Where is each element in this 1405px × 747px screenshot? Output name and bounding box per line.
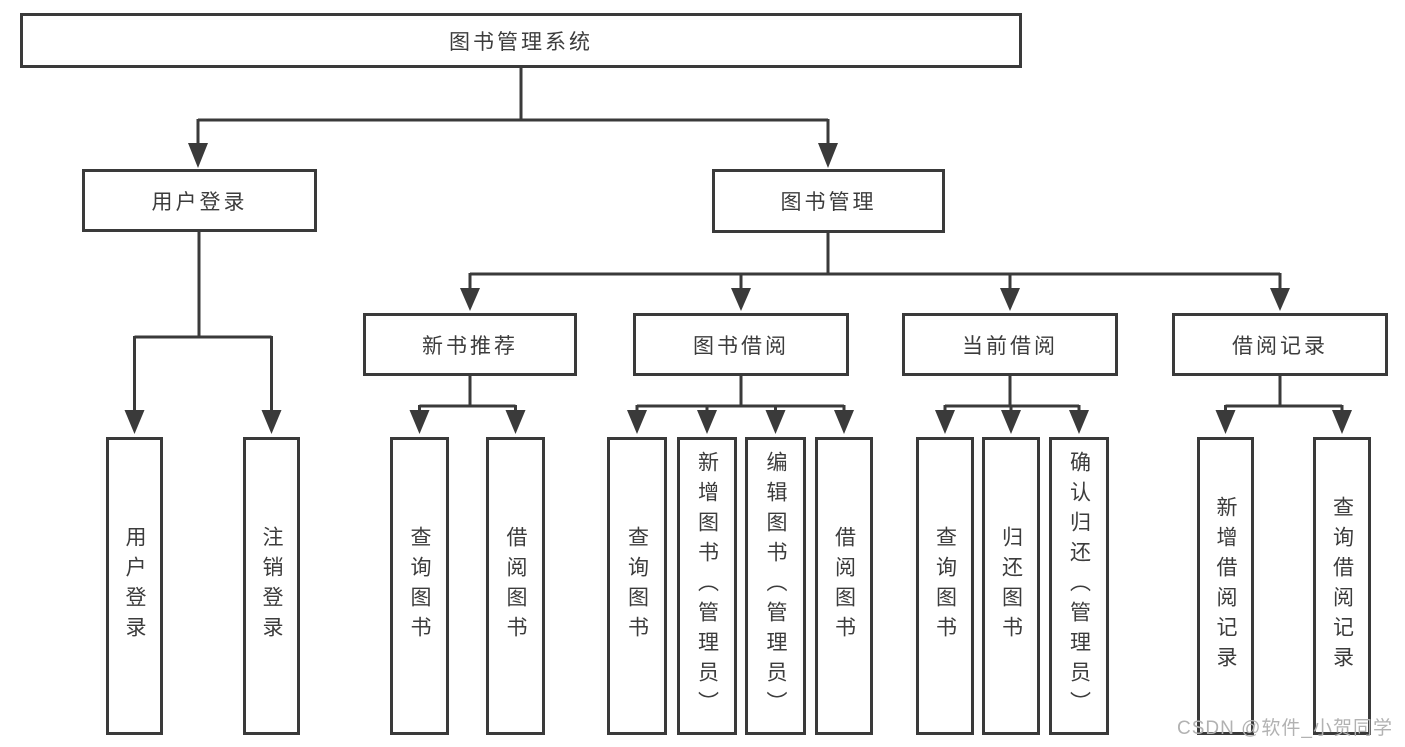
node-current-borrow: 当前借阅 — [902, 313, 1118, 376]
leaf-current-query-books: 查询图书 — [916, 437, 974, 735]
connector-new-book-recommend-to-leaves — [418, 376, 517, 413]
connector-current-borrow-to-leaves — [943, 376, 1081, 413]
connector-book-borrow-to-leaves — [635, 376, 846, 413]
node-borrow-records: 借阅记录 — [1172, 313, 1388, 376]
leaf-current-return-books: 归还图书 — [982, 437, 1040, 735]
leaf-borrow-query-books: 查询图书 — [607, 437, 667, 735]
node-book-management: 图书管理 — [712, 169, 945, 233]
leaf-borrow-borrow-books: 借阅图书 — [815, 437, 873, 735]
csdn-watermark: CSDN @软件_小贺同学 — [1177, 718, 1393, 739]
leaf-recommend-borrow-books: 借阅图书 — [486, 437, 545, 735]
leaf-borrow-edit-books-admin: 编辑图书（管理员） — [745, 437, 806, 735]
connector-book-management-to-level3 — [468, 233, 1282, 291]
connector-borrow-records-to-leaves — [1224, 376, 1344, 413]
node-library-system: 图书管理系统 — [20, 13, 1022, 68]
leaf-records-add-record: 新增借阅记录 — [1197, 437, 1254, 735]
arrowheads — [124, 143, 1352, 434]
connector-root-to-level2 — [196, 68, 830, 146]
connector-user-login-to-leaves — [133, 232, 273, 413]
leaf-current-confirm-return-admin: 确认归还（管理员） — [1049, 437, 1109, 735]
leaf-borrow-add-books-admin: 新增图书（管理员） — [677, 437, 737, 735]
leaf-records-query-record: 查询借阅记录 — [1313, 437, 1371, 735]
leaf-user-login: 用户登录 — [106, 437, 163, 735]
node-new-book-recommend: 新书推荐 — [363, 313, 577, 376]
node-book-borrow: 图书借阅 — [633, 313, 849, 376]
leaf-logout: 注销登录 — [243, 437, 300, 735]
node-user-login: 用户登录 — [82, 169, 317, 232]
leaf-recommend-query-books: 查询图书 — [390, 437, 449, 735]
